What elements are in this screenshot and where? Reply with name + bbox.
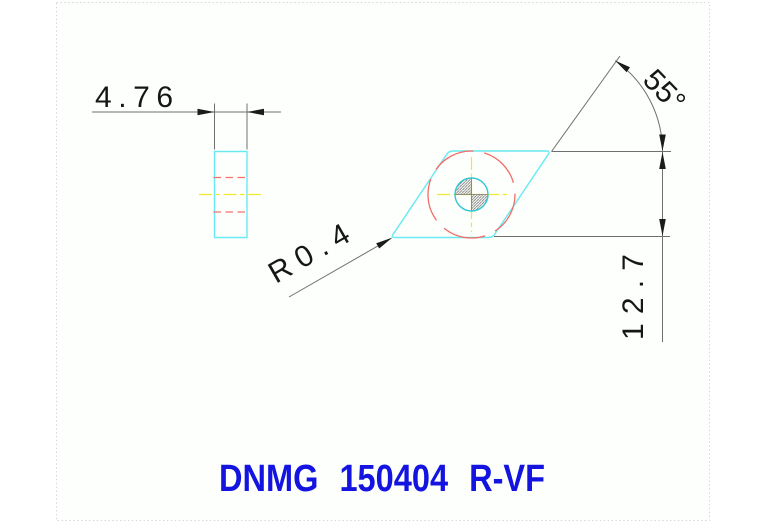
leader-line	[288, 238, 391, 298]
arrowhead-up	[659, 152, 666, 169]
arrowhead-left	[247, 108, 264, 116]
side-view	[199, 150, 263, 239]
side-view-outline	[213, 150, 248, 239]
paper-sheet	[56, 2, 710, 521]
thickness-dimension: 4.76	[92, 81, 281, 150]
top-view	[391, 150, 550, 239]
arc-arrowhead-bottom	[659, 134, 666, 151]
insert-outline	[391, 150, 550, 239]
arrowhead-right	[197, 108, 215, 116]
arc-arrowhead-top	[615, 60, 630, 73]
arrowhead-down	[659, 219, 666, 236]
center-hole	[454, 177, 489, 212]
drawing-title: DNMG 150404 R-VF	[219, 458, 545, 500]
thickness-dimension-label: 4.76	[95, 81, 173, 114]
inscribed-circle	[427, 150, 516, 239]
leader-arrowhead	[376, 237, 393, 249]
angle-slant-line	[551, 55, 621, 152]
